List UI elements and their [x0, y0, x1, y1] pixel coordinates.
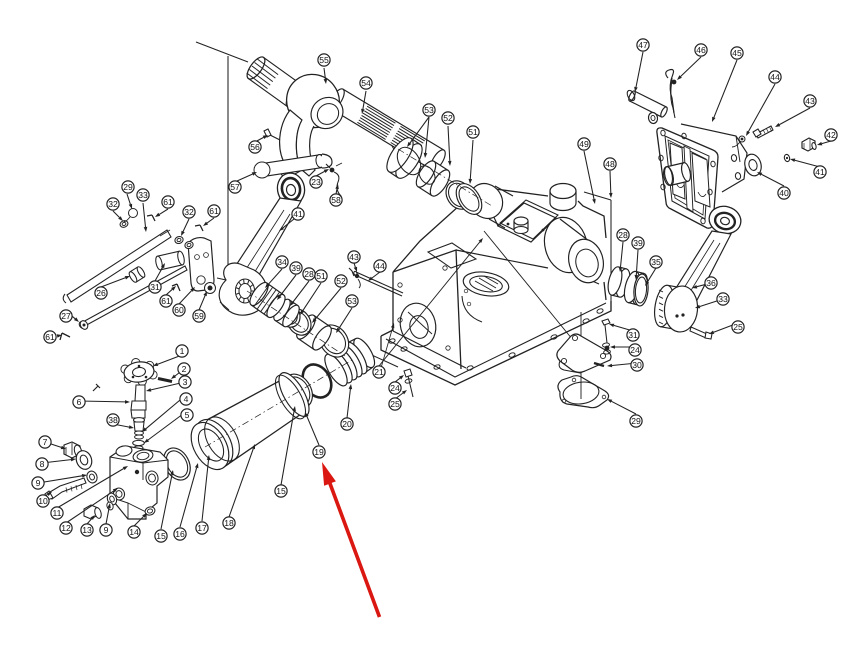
- svg-text:25: 25: [390, 399, 400, 409]
- svg-text:40: 40: [779, 188, 789, 198]
- svg-text:13: 13: [82, 525, 92, 535]
- svg-text:12: 12: [61, 523, 71, 533]
- svg-text:8: 8: [40, 459, 45, 469]
- svg-text:34: 34: [277, 257, 287, 267]
- svg-text:53: 53: [424, 105, 434, 115]
- svg-text:10: 10: [38, 496, 48, 506]
- svg-text:52: 52: [443, 113, 453, 123]
- svg-text:57: 57: [230, 182, 240, 192]
- svg-text:9: 9: [36, 478, 41, 488]
- svg-text:6: 6: [77, 397, 82, 407]
- svg-text:24: 24: [390, 383, 400, 393]
- svg-text:35: 35: [651, 257, 661, 267]
- svg-text:61: 61: [163, 197, 173, 207]
- svg-text:56: 56: [250, 142, 260, 152]
- svg-text:33: 33: [718, 294, 728, 304]
- svg-text:3: 3: [183, 377, 188, 387]
- svg-text:17: 17: [197, 523, 207, 533]
- svg-text:52: 52: [336, 276, 346, 286]
- svg-text:44: 44: [375, 261, 385, 271]
- svg-text:41: 41: [293, 209, 303, 219]
- svg-text:26: 26: [96, 288, 106, 298]
- svg-text:51: 51: [316, 271, 326, 281]
- svg-text:59: 59: [194, 311, 204, 321]
- svg-text:61: 61: [45, 332, 55, 342]
- svg-text:31: 31: [150, 282, 160, 292]
- svg-text:16: 16: [175, 529, 185, 539]
- svg-text:53: 53: [347, 296, 357, 306]
- svg-text:44: 44: [770, 72, 780, 82]
- svg-text:1: 1: [180, 346, 185, 356]
- svg-text:41: 41: [815, 167, 825, 177]
- svg-text:25: 25: [733, 322, 743, 332]
- svg-text:4: 4: [184, 394, 189, 404]
- svg-text:38: 38: [108, 415, 118, 425]
- svg-text:9: 9: [104, 525, 109, 535]
- svg-text:33: 33: [138, 190, 148, 200]
- svg-text:43: 43: [805, 96, 815, 106]
- svg-text:28: 28: [304, 269, 314, 279]
- svg-text:29: 29: [123, 182, 133, 192]
- svg-text:45: 45: [732, 48, 742, 58]
- svg-text:51: 51: [468, 127, 478, 137]
- svg-text:23: 23: [311, 177, 321, 187]
- svg-text:54: 54: [361, 78, 371, 88]
- svg-text:36: 36: [706, 278, 716, 288]
- svg-text:21: 21: [374, 367, 384, 377]
- svg-text:31: 31: [628, 330, 638, 340]
- svg-text:42: 42: [826, 130, 836, 140]
- svg-text:11: 11: [53, 508, 62, 518]
- svg-text:18: 18: [224, 518, 234, 528]
- svg-text:60: 60: [174, 305, 184, 315]
- svg-text:5: 5: [185, 410, 190, 420]
- svg-text:24: 24: [630, 345, 640, 355]
- svg-text:19: 19: [314, 447, 324, 457]
- svg-text:61: 61: [209, 206, 219, 216]
- svg-text:32: 32: [184, 207, 194, 217]
- svg-text:47: 47: [638, 40, 648, 50]
- svg-text:43: 43: [349, 252, 359, 262]
- svg-text:49: 49: [579, 139, 589, 149]
- svg-text:29: 29: [631, 416, 641, 426]
- svg-text:61: 61: [161, 296, 171, 306]
- svg-text:27: 27: [61, 311, 71, 321]
- svg-text:28: 28: [618, 230, 628, 240]
- svg-text:55: 55: [319, 55, 329, 65]
- svg-text:15: 15: [156, 531, 166, 541]
- svg-text:14: 14: [129, 527, 139, 537]
- svg-text:30: 30: [632, 360, 642, 370]
- svg-text:39: 39: [291, 263, 301, 273]
- svg-text:32: 32: [108, 199, 118, 209]
- svg-text:39: 39: [633, 238, 643, 248]
- svg-text:58: 58: [331, 195, 341, 205]
- svg-text:46: 46: [696, 45, 706, 55]
- svg-text:48: 48: [605, 159, 615, 169]
- svg-text:20: 20: [342, 419, 352, 429]
- svg-text:15: 15: [276, 486, 286, 496]
- svg-text:7: 7: [43, 437, 48, 447]
- svg-text:2: 2: [182, 364, 187, 374]
